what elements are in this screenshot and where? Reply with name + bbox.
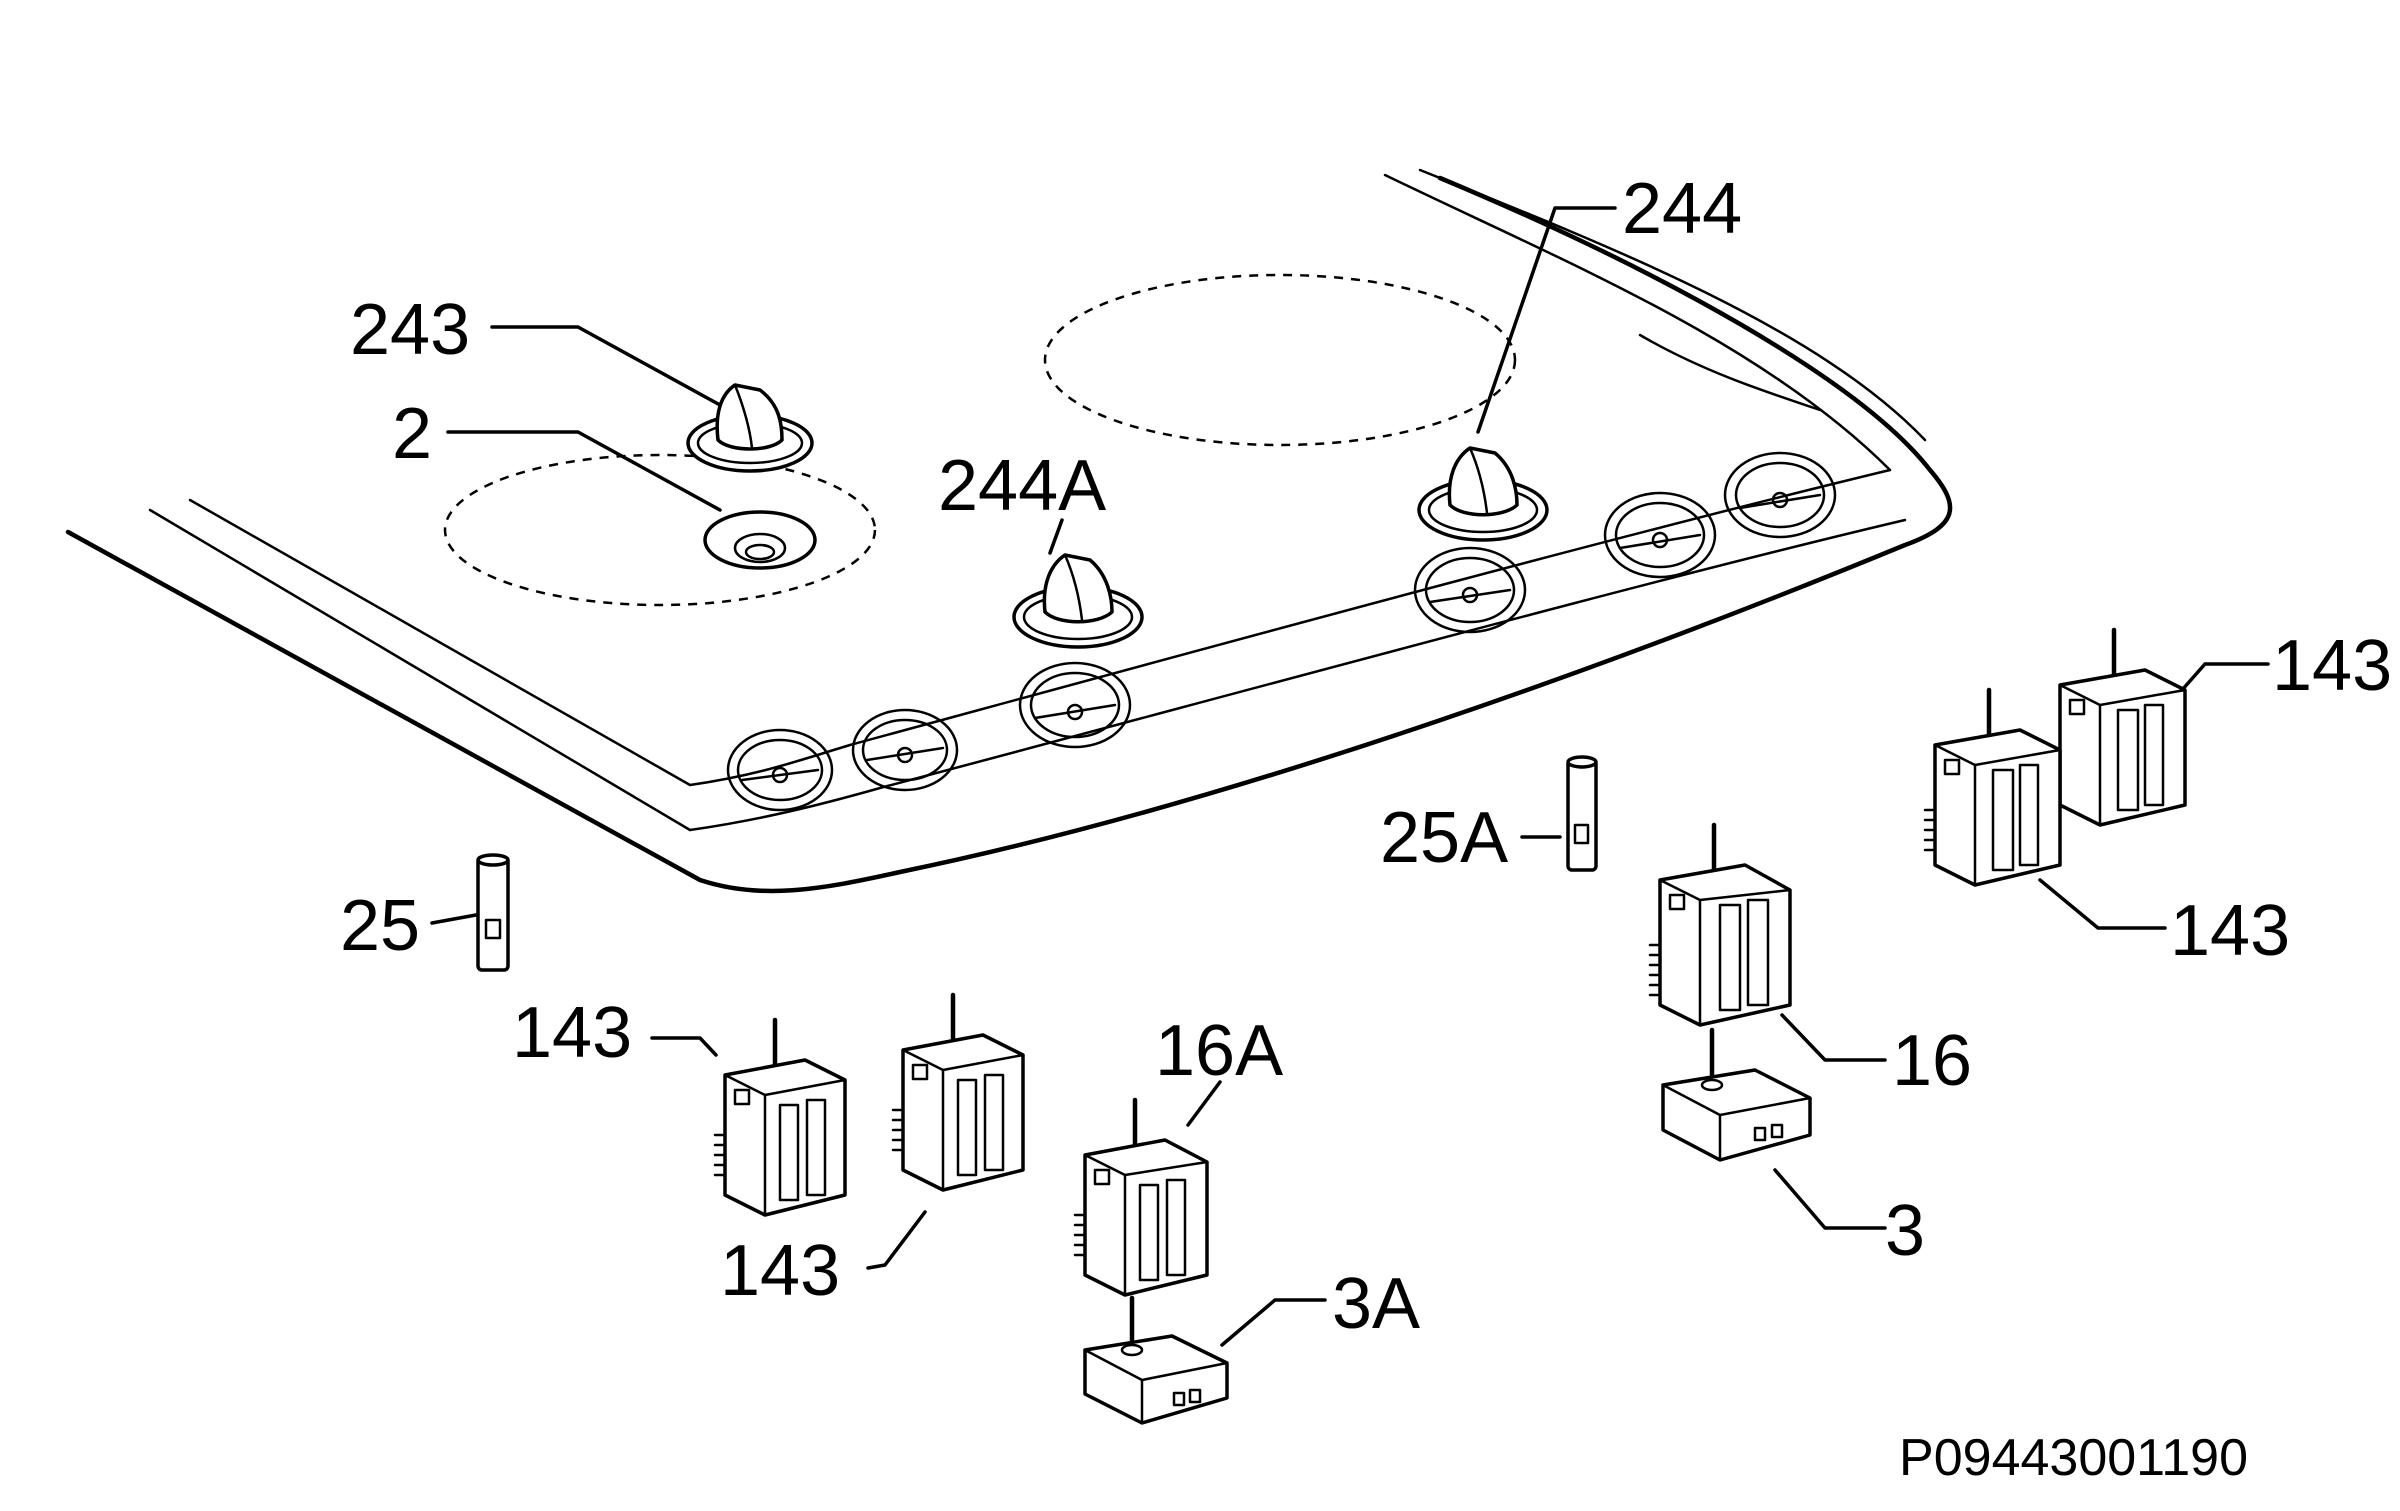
knob-hole-2 — [851, 708, 959, 792]
label-25A: 25A — [1380, 798, 1508, 878]
panel-knob-holes — [726, 451, 1837, 812]
switch-143-right-bottom — [1923, 687, 2062, 887]
label-143-left-bottom: 143 — [720, 1231, 840, 1311]
knob-hole-3 — [1018, 661, 1132, 749]
label-16A: 16A — [1155, 1011, 1283, 1091]
label-143-right-top: 143 — [2272, 626, 2392, 706]
switch-16A — [1073, 1097, 1209, 1297]
switch-16 — [1648, 822, 1792, 1027]
pin-25A — [1566, 755, 1598, 872]
switch-143-left-b — [891, 992, 1025, 1192]
regulator-3 — [1661, 1027, 1812, 1162]
knob-hole-6 — [1723, 451, 1837, 539]
bezel-2 — [703, 510, 817, 570]
label-143-right-bottom: 143 — [2170, 891, 2290, 971]
knob-243 — [686, 383, 814, 473]
hob-panel — [65, 168, 1953, 894]
leader-lines — [430, 206, 2270, 1347]
regulator-3A — [1083, 1295, 1229, 1425]
knob-hole-4 — [1413, 546, 1527, 634]
switch-143-right-top — [2048, 627, 2187, 827]
label-244: 244 — [1622, 169, 1742, 249]
knob-hole-1 — [726, 728, 834, 812]
label-3A: 3A — [1332, 1264, 1420, 1344]
label-3: 3 — [1885, 1191, 1925, 1271]
label-2: 2 — [392, 394, 432, 474]
callout-labels: 243 2 244A 244 143 143 25A 25 143 143 16… — [340, 169, 2392, 1344]
pin-25 — [476, 853, 510, 972]
label-244A: 244A — [938, 446, 1106, 526]
knob-244A — [1012, 553, 1144, 649]
switch-143-left-a — [713, 1017, 847, 1217]
label-16: 16 — [1892, 1021, 1972, 1101]
label-243: 243 — [350, 290, 470, 370]
knob-hole-5 — [1603, 491, 1717, 579]
knob-244 — [1417, 446, 1549, 542]
label-143-left-top: 143 — [512, 993, 632, 1073]
reference-code: P09443001190 — [1899, 1429, 2248, 1487]
label-25: 25 — [340, 886, 420, 966]
